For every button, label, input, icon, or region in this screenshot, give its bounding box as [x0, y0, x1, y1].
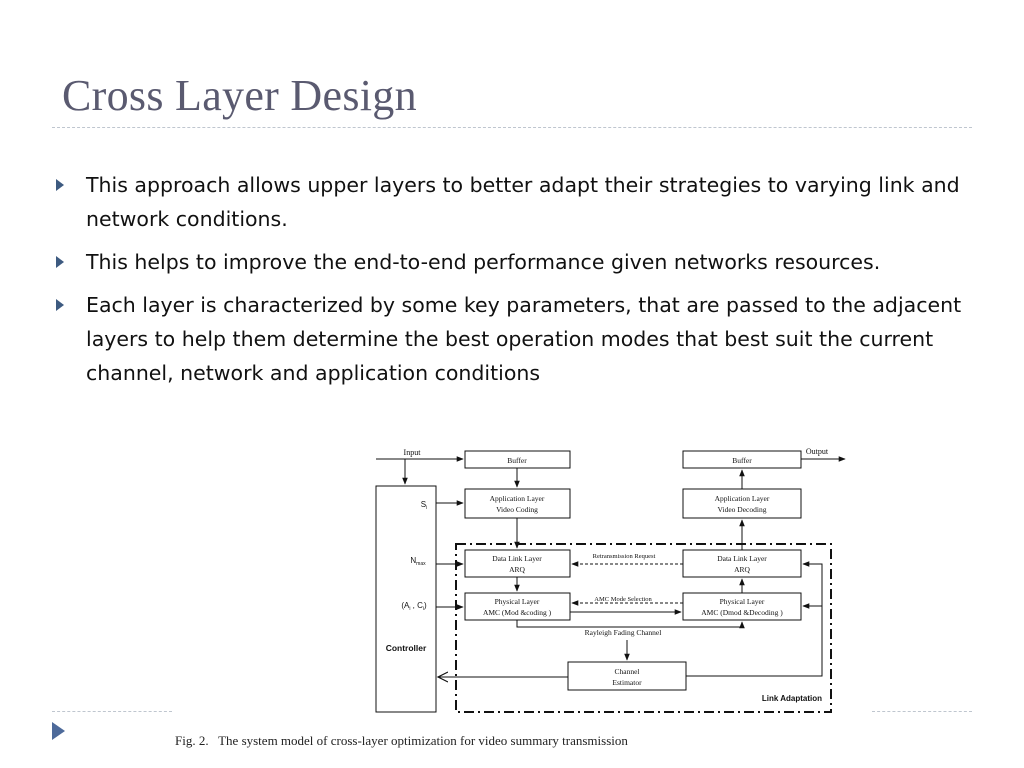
footer-divider-left [52, 711, 172, 712]
tx-buffer-label: Buffer [507, 456, 527, 465]
bullet-arrow-icon [56, 299, 64, 311]
tx-application-label: Application Layer [490, 494, 545, 503]
tx-datalink-block [464, 549, 571, 578]
footer-divider-right [872, 711, 972, 712]
controller-label: Controller [386, 643, 427, 653]
bullet-text: This helps to improve the end-to-end per… [86, 250, 881, 274]
rx-physical-label: Physical Layer [720, 597, 765, 606]
rx-application-block [682, 488, 802, 519]
rx-datalink-sublabel: ARQ [734, 565, 750, 574]
title-divider [52, 127, 972, 128]
rx-datalink-label: Data Link Layer [717, 554, 767, 563]
tx-datalink-label: Data Link Layer [492, 554, 542, 563]
slide-marker-icon [52, 722, 65, 740]
bullet-item: This helps to improve the end-to-end per… [56, 245, 966, 279]
figure-caption: Fig. 2. The system model of cross-layer … [175, 733, 628, 748]
rx-physical-sublabel: AMC (Dmod &Decoding ) [701, 608, 783, 617]
bullet-item: Each layer is characterized by some key … [56, 288, 966, 390]
link-adaptation-label: Link Adaptation [762, 694, 822, 703]
input-label: Input [404, 448, 422, 457]
rx-application-sublabel: Video Decoding [718, 505, 767, 514]
tx-physical-sublabel: AMC (Mod &coding ) [483, 608, 552, 617]
param-n-label: Nmax [410, 556, 426, 567]
rx-physical-block [682, 592, 802, 621]
tx-application-sublabel: Video Coding [496, 505, 538, 514]
bullet-list: This approach allows upper layers to bet… [56, 168, 966, 399]
bullet-item: This approach allows upper layers to bet… [56, 168, 966, 236]
bullet-arrow-icon [56, 256, 64, 268]
system-model-diagram: Link Adaptation Controller Si Nmax (Ai ,… [370, 444, 850, 724]
bullet-text: Each layer is characterized by some key … [86, 293, 962, 385]
tx-datalink-sublabel: ARQ [509, 565, 525, 574]
bullet-arrow-icon [56, 179, 64, 191]
tx-physical-label: Physical Layer [495, 597, 540, 606]
bullet-text: This approach allows upper layers to bet… [86, 173, 960, 231]
slide-title: Cross Layer Design [62, 71, 417, 120]
controller-block [375, 485, 437, 713]
link-adaptation-region [455, 543, 832, 713]
channel-estimator-block [567, 661, 687, 691]
channel-estimator-label: Channel [615, 667, 640, 676]
amc-mode-label: AMC Mode Selection [594, 596, 652, 603]
channel-estimator-sublabel: Estimator [612, 678, 642, 687]
rx-application-label: Application Layer [715, 494, 770, 503]
rx-buffer-label: Buffer [732, 456, 752, 465]
param-ac-label: (Ai , Ci) [401, 601, 427, 612]
output-label: Output [806, 447, 829, 456]
rayleigh-channel-label: Rayleigh Fading Channel [585, 628, 662, 637]
rx-datalink-block [682, 549, 802, 578]
param-s-label: Si [421, 500, 427, 511]
retransmission-label: Retransmission Request [593, 553, 656, 560]
